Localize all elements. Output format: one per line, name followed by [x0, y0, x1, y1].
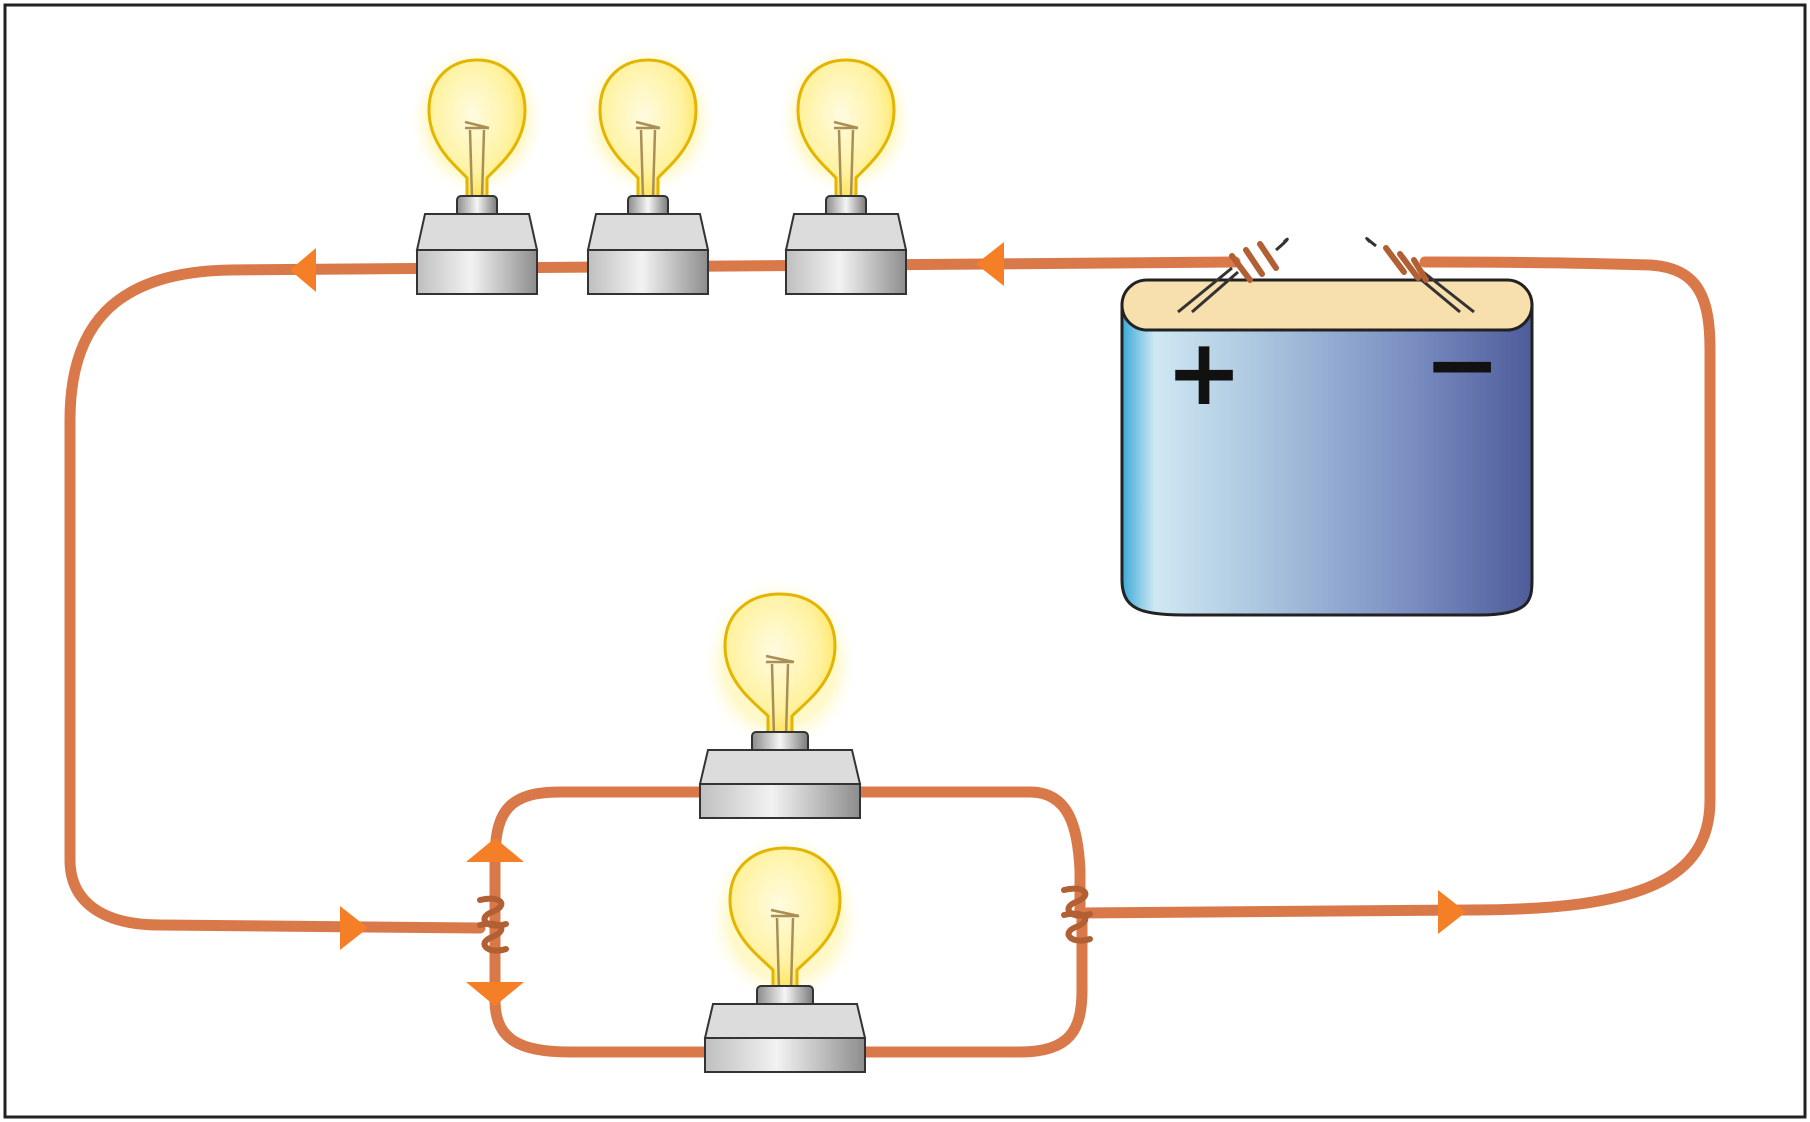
junction-left [477, 895, 509, 954]
wire-main-right [1074, 256, 1716, 919]
battery-body [1120, 303, 1534, 617]
arrow-branch-up [466, 838, 524, 862]
arrow-top-right [976, 242, 1004, 286]
bulb-series-3 [776, 42, 916, 295]
wire-main-left [64, 256, 1241, 934]
arrow-bottom-left [340, 906, 368, 950]
junction-right [1061, 885, 1093, 944]
wire-branch-upper [489, 786, 1086, 926]
battery-negative-label: − [1423, 311, 1500, 418]
battery-lead-positive [1177, 266, 1239, 314]
current-arrows [290, 242, 1466, 1006]
battery-top [1120, 278, 1534, 332]
arrow-branch-down [466, 982, 524, 1006]
bulb-parallel-upper [698, 576, 862, 819]
wire-loop [64, 256, 1716, 1058]
diagram-frame [3, 3, 1807, 1119]
coil-positive-terminal [1229, 237, 1289, 283]
coil-negative-terminal [1365, 237, 1429, 283]
battery-positive-label: + [1165, 319, 1242, 426]
bulb-series-2 [578, 42, 718, 295]
battery: + − [1120, 237, 1534, 617]
arrow-top-left [290, 248, 316, 292]
bulb-parallel-lower [703, 830, 867, 1073]
arrow-bottom-right [1438, 890, 1466, 934]
bulb-series-1 [407, 42, 547, 295]
